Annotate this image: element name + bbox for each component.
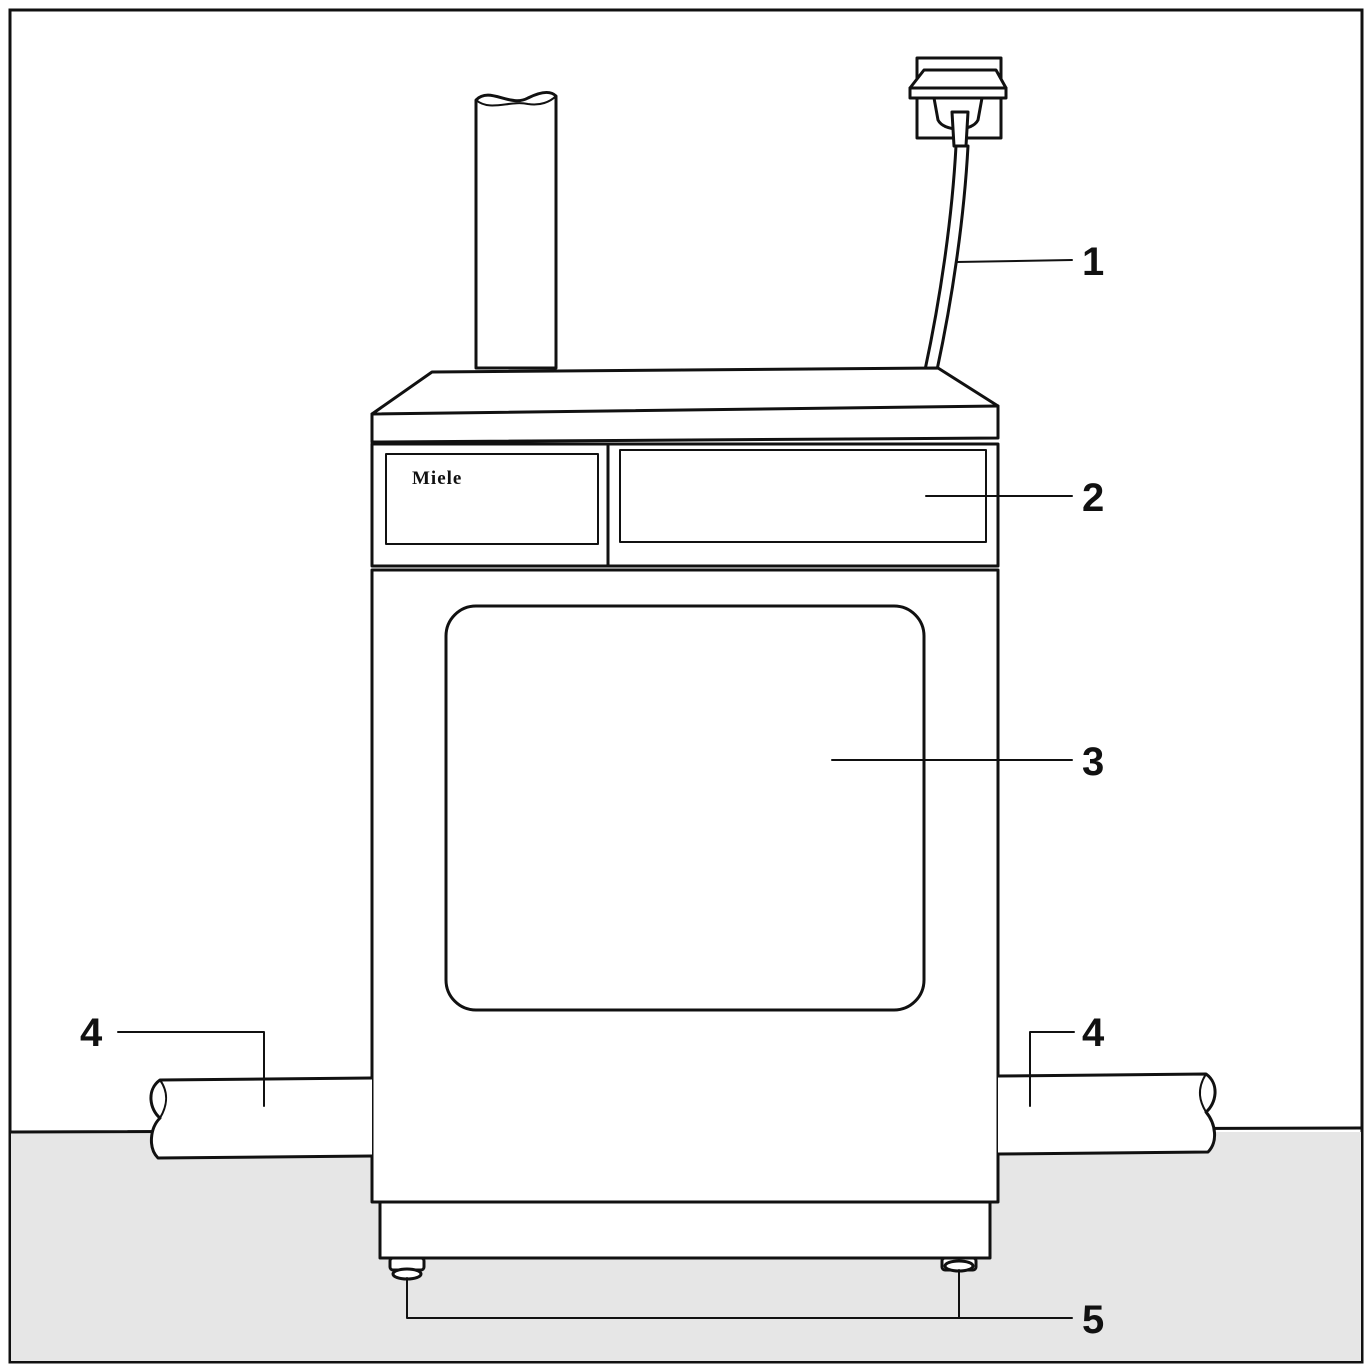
plinth [378,1200,992,1260]
callout-3: 3 [1082,740,1104,784]
callout-1: 1 [1082,240,1104,284]
callout-4-right: 4 [1082,1011,1105,1055]
callout-2: 2 [1082,476,1104,520]
dryer: Miele [370,366,1000,1281]
door [444,604,926,1012]
pipe-left [149,1076,374,1160]
callout-4-left: 4 [80,1011,103,1055]
adjustable-feet [388,1256,978,1281]
control-panel: Miele [370,442,1000,568]
callout-5: 5 [1082,1298,1104,1342]
pipe-right [996,1072,1217,1156]
power-cord-plug [908,56,1008,372]
brand-logo: Miele [412,468,462,489]
leader-lines [117,259,1075,1319]
vertical-pipe [474,90,558,370]
callout-labels: 1 2 3 4 4 5 [80,240,1105,1342]
